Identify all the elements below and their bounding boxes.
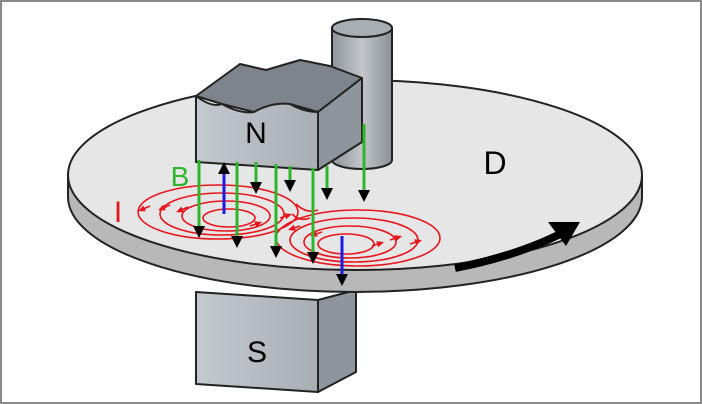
north-magnet: N xyxy=(195,59,363,171)
current-label: I xyxy=(114,196,122,229)
field-label: B xyxy=(171,161,190,192)
field-lines xyxy=(193,124,370,264)
disc-label: D xyxy=(483,145,506,181)
north-magnet-front xyxy=(195,95,319,171)
north-pole-label: N xyxy=(245,117,267,150)
rotation-arrowhead xyxy=(548,222,580,246)
south-pole-label: S xyxy=(247,336,267,369)
south-magnet: S xyxy=(195,289,357,393)
induced-field xyxy=(218,162,348,286)
eddy-current-arrows xyxy=(138,204,423,248)
south-magnet-side xyxy=(317,289,357,393)
south-magnet-front xyxy=(195,291,319,393)
disc: D xyxy=(67,79,643,293)
